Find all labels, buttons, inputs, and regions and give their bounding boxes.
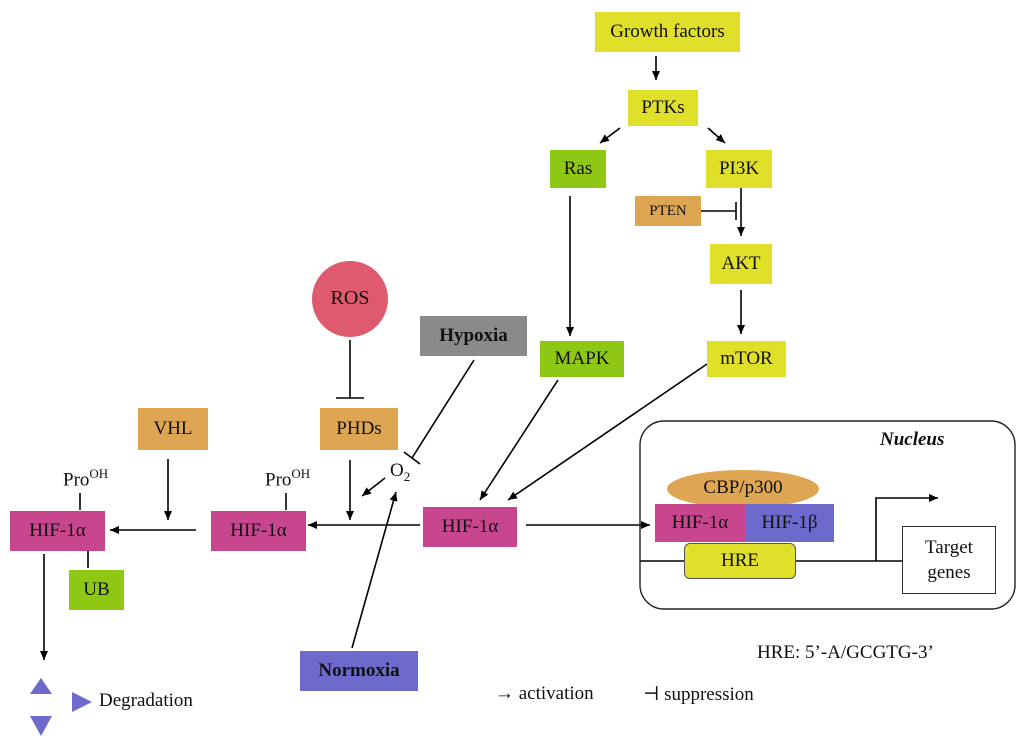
suppress-hypoxia-bar (403, 451, 421, 465)
arrow-ptks-ras (599, 127, 621, 144)
nucleus-frame (639, 420, 1016, 610)
target-genes-line2: genes (927, 562, 971, 583)
pro-left-text: Pro (63, 469, 90, 491)
legend-suppression: ⊣ suppression (643, 684, 754, 705)
node-ptks: PTKs (628, 90, 698, 126)
node-hif-center: HIF-1α (423, 507, 517, 547)
node-pten: PTEN (635, 196, 701, 226)
cbp-label: CBP/p300 (703, 477, 783, 498)
suppress-hypoxia-line (411, 359, 475, 459)
nucleus-hif-alpha: HIF-1α (655, 504, 745, 542)
node-mtor: mTOR (707, 341, 786, 377)
pro-mid-sup: OH (291, 466, 311, 481)
arrow-o2 (361, 477, 386, 497)
node-o2: O2 (390, 460, 410, 485)
o2-subscript: 2 (403, 468, 411, 484)
node-phds: PHDs (320, 408, 398, 450)
degradation-triangle-up (30, 678, 52, 694)
node-akt: AKT (710, 244, 772, 284)
node-vhl: VHL (138, 408, 208, 450)
pro-oh-left: ProOH (63, 466, 108, 491)
node-ras: Ras (550, 150, 606, 188)
pro-left-sup: OH (89, 466, 109, 481)
hre-sequence: HRE: 5’-A/GCGTG-3’ (757, 642, 934, 663)
arrow-ptks-pi3k (707, 127, 726, 144)
target-genes-line1: Target (925, 537, 973, 558)
pro-oh-mid: ProOH (265, 466, 310, 491)
degradation-triangle-down (30, 716, 52, 736)
arrow-mapk-hif (479, 379, 559, 501)
ros-circle (312, 261, 388, 337)
node-ub: UB (69, 570, 124, 610)
legend-activation: → activation (495, 683, 594, 704)
arrow-mtor-hif (507, 363, 708, 501)
node-hif-left: HIF-1α (10, 511, 105, 551)
target-genes-box: Target genes (902, 526, 996, 594)
node-pi3k: PI3K (706, 150, 772, 188)
transcription-arrow (875, 494, 938, 561)
pro-mid-text: Pro (265, 469, 292, 491)
node-mapk: MAPK (540, 341, 624, 377)
node-hypoxia: Hypoxia (420, 316, 527, 356)
o2-text: O (390, 460, 404, 481)
degradation-label: Degradation (99, 690, 193, 711)
degradation-triangle-right (72, 692, 92, 712)
nucleus-title: Nucleus (880, 429, 945, 450)
cbp-ellipse (667, 470, 819, 508)
nucleus-hre: HRE (684, 543, 796, 579)
node-ros: ROS (330, 287, 370, 309)
node-normoxia: Normoxia (300, 651, 418, 691)
node-growth-factors: Growth factors (595, 12, 740, 52)
arrow-normoxia-o2 (351, 491, 398, 649)
nucleus-hif-beta: HIF-1β (745, 504, 834, 542)
node-hif-mid: HIF-1α (211, 511, 306, 551)
